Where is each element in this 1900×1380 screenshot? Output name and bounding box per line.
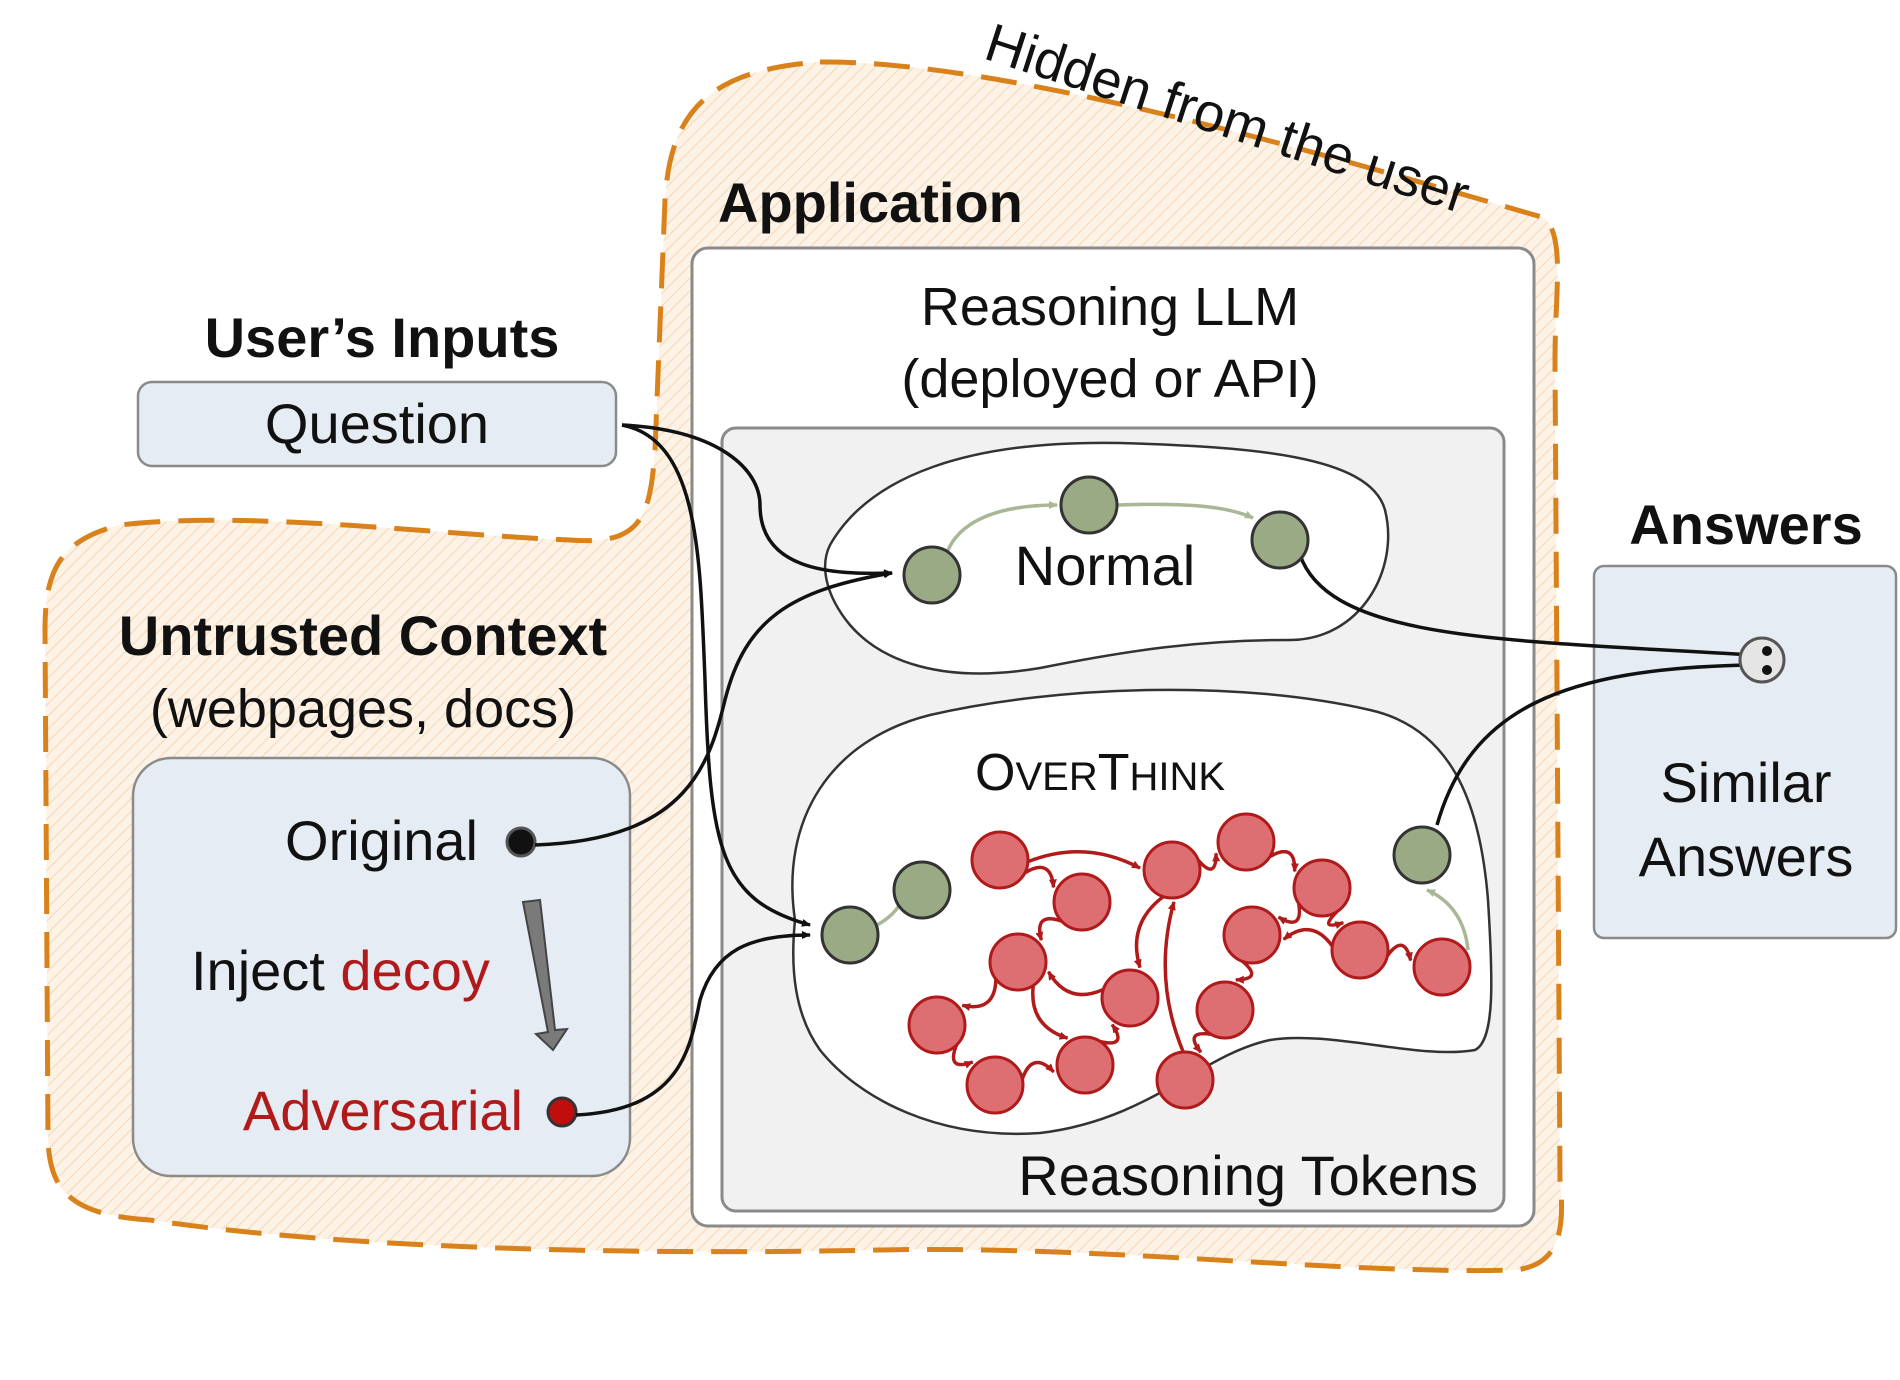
overthink-edge [1035,917,1063,942]
reasoning-tokens-label: Reasoning Tokens [1018,1144,1478,1207]
inject-arrow [521,898,569,1052]
overthink-edge [1269,849,1299,873]
overthink-red-edges [951,849,1413,1080]
overthink-edge [1020,1060,1056,1080]
overthink-to-answer-edge [1435,661,1753,826]
overthink-edge [1133,895,1165,969]
answers-title: Answers [1629,493,1862,556]
question-label: Question [265,392,489,455]
overthink-edge [961,979,998,1012]
overthink-node [1292,858,1352,918]
normal-node [1250,510,1310,570]
overthink-green-edge-2 [1426,888,1470,951]
normal-node [902,545,962,605]
question-to-overthink-edge [621,423,811,927]
user-inputs-title: User’s Inputs [205,306,560,369]
answers-box [1592,564,1898,940]
normal-label: Normal [1015,534,1195,597]
overthink-node [988,932,1048,992]
normal-edge-1 [944,501,1058,556]
overthink-node [1195,980,1255,1040]
adversarial-label: Adversarial [243,1079,523,1142]
overthink-edge [1031,985,1069,1040]
overthink-node [907,995,967,1055]
overthink-green-node [1392,825,1452,885]
overthink-edge [951,1044,974,1069]
overthink-edge [1234,960,1254,984]
overthink-label-o: O [975,744,1015,802]
overthink-edge [1277,903,1302,925]
context-box [131,756,632,1178]
overthink-green-node [820,905,880,965]
overthink-node [1055,1035,1115,1095]
adversarial-port[interactable] [546,1096,578,1128]
overthink-node [1155,1050,1215,1110]
overthink-edge [1163,900,1185,1053]
overthink-node [1330,920,1390,980]
overthink-edge [1192,1031,1212,1054]
answers-line1: Similar [1660,751,1831,814]
overthink-green-node [892,860,952,920]
llm-title-line1: Reasoning LLM [921,277,1299,337]
overthink-edge [1100,1023,1120,1045]
question-to-normal-edge [621,423,893,578]
overthink-reasoning-blob [791,688,1493,1136]
question-box[interactable] [136,380,618,468]
overthink-node [1412,937,1472,997]
normal-reasoning-blob [823,441,1390,675]
overthink-label-t: T [1098,744,1130,802]
inject-prefix: Inject [191,939,340,1002]
answers-merge-port [1738,636,1786,684]
normal-node [1059,475,1119,535]
overthink-node [970,830,1030,890]
original-port[interactable] [505,826,537,858]
overthink-edge [1024,865,1057,889]
overthink-label: OVERTHINK [975,744,1225,802]
overthink-red-nodes [907,812,1472,1115]
inject-decoy-label: Inject decoy [191,939,490,1002]
overthink-edge [1386,943,1413,962]
overthink-node [1216,812,1276,872]
normal-to-answer-edge [1298,554,1753,659]
overthink-label-hink: HINK [1129,755,1225,799]
original-to-normal-edge [534,570,893,847]
overthink-node [1052,872,1112,932]
overthink-node [1222,905,1282,965]
overthink-edge [1046,970,1105,997]
answers-line2: Answers [1639,825,1854,888]
overthink-edge [1027,849,1141,870]
overthink-edge [1282,928,1334,948]
adversarial-to-overthink-edge [575,931,811,1117]
overthink-label-ver: VER [1015,755,1097,799]
application-title: Application [718,171,1023,234]
original-label: Original [285,809,478,872]
llm-title-line2: (deployed or API) [901,349,1318,409]
overthink-node [1100,968,1160,1028]
normal-edge-2 [1117,502,1254,520]
overthink-node [1142,840,1202,900]
overthink-edge [1196,852,1221,871]
untrusted-context-title: Untrusted Context [119,604,607,667]
untrusted-context-subtitle: (webpages, docs) [150,679,576,739]
overthink-node [965,1055,1025,1115]
merge-dot [1762,646,1772,656]
merge-dot [1762,665,1772,675]
inject-decoy-word: decoy [340,939,489,1002]
